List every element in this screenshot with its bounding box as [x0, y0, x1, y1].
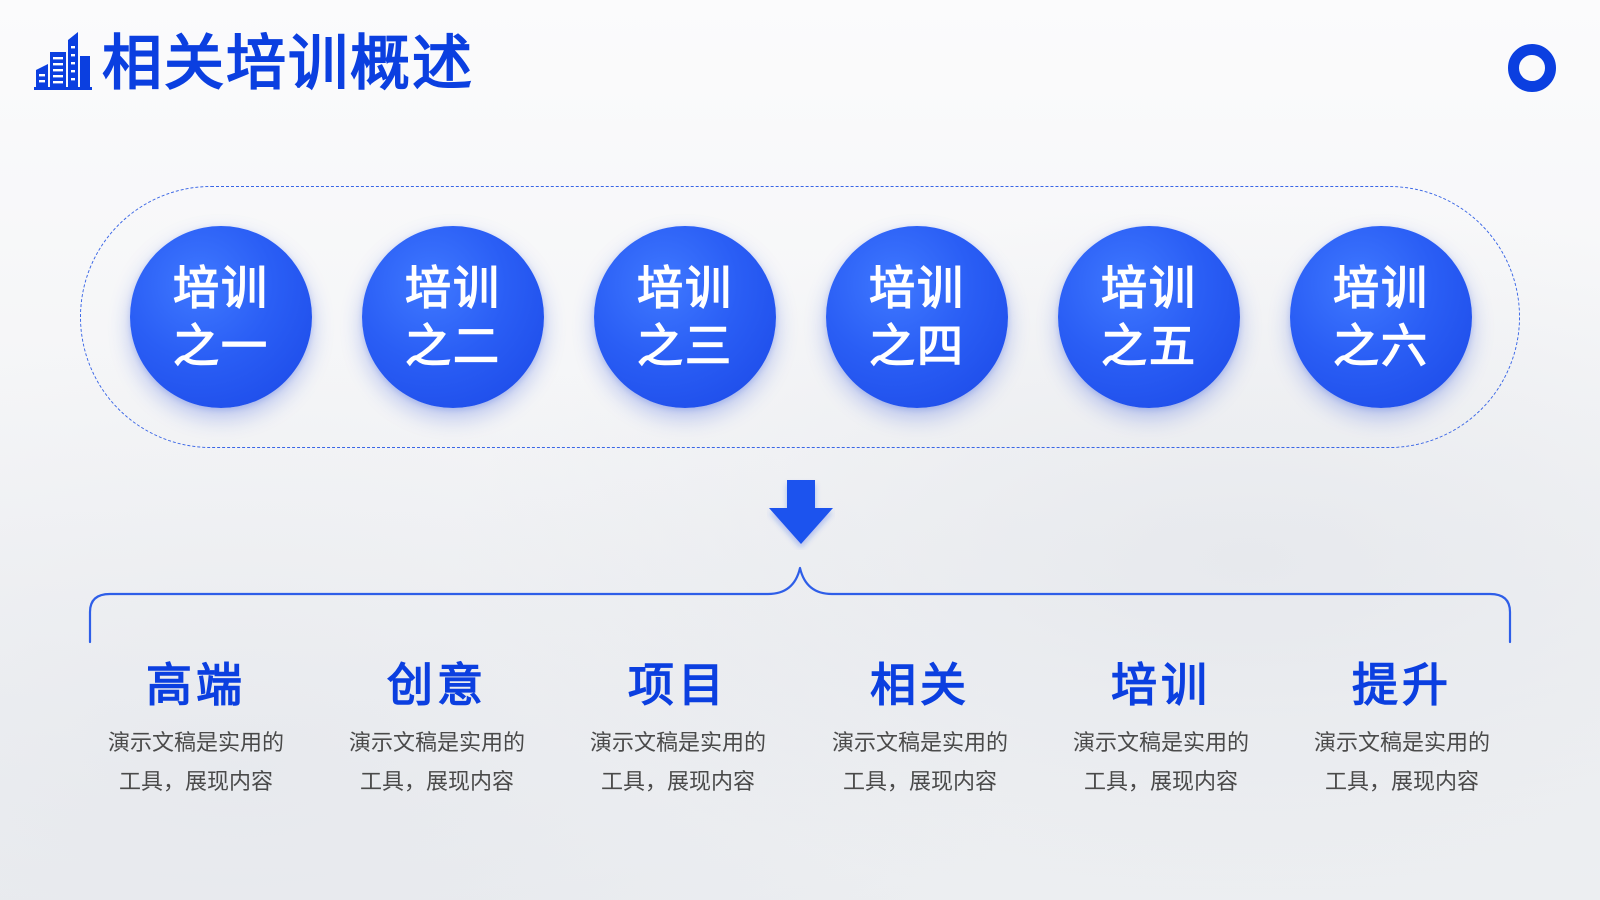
circle-training-1: 培训 之一: [130, 226, 312, 408]
item-title: 创意: [387, 658, 487, 712]
circle-label-top: 培训: [173, 261, 269, 315]
circle-label-bottom: 之一: [173, 319, 269, 373]
circle-label-top: 培训: [405, 261, 501, 315]
circle-training-5: 培训 之五: [1058, 226, 1240, 408]
ring-icon: [1508, 44, 1556, 92]
circle-label-bottom: 之五: [1101, 319, 1197, 373]
circle-training-6: 培训 之六: [1290, 226, 1472, 408]
circle-label-top: 培训: [1333, 261, 1429, 315]
item-desc-line-1: 演示文稿是实用的: [589, 731, 766, 756]
circle-training-3: 培训 之三: [594, 226, 776, 408]
circle-training-4: 培训 之四: [826, 226, 1008, 408]
dashed-capsule-frame: [80, 186, 1520, 448]
brace-connector: [88, 566, 1512, 644]
circle-training-2: 培训 之二: [362, 226, 544, 408]
page-title: 相关培训概述: [102, 29, 474, 99]
arrow-down-icon: [769, 480, 833, 544]
item-desc-line-2: 工具，展现内容: [359, 770, 514, 795]
item-desc-line-1: 演示文稿是实用的: [831, 731, 1008, 756]
item-title: 高端: [146, 658, 246, 712]
item-title: 项目: [628, 658, 728, 712]
item-desc-line-2: 工具，展现内容: [1083, 770, 1238, 795]
item-desc-line-2: 工具，展现内容: [1324, 770, 1479, 795]
circle-label-top: 培训: [869, 261, 965, 315]
circle-label-bottom: 之二: [405, 319, 501, 373]
item-title: 培训: [1111, 658, 1211, 712]
item-column-1: 高端 演示文稿是实用的 工具，展现内容: [86, 656, 306, 802]
item-column-2: 创意 演示文稿是实用的 工具，展现内容: [327, 656, 547, 802]
buildings-icon: [34, 32, 92, 90]
circle-label-bottom: 之三: [637, 319, 733, 373]
item-title: 提升: [1352, 658, 1452, 712]
circle-label-bottom: 之六: [1333, 319, 1429, 373]
item-desc-line-1: 演示文稿是实用的: [1313, 731, 1490, 756]
item-desc-line-2: 工具，展现内容: [842, 770, 997, 795]
item-desc-line-2: 工具，展现内容: [118, 770, 273, 795]
circle-label-top: 培训: [637, 261, 733, 315]
training-circles: 培训 之一 培训 之二 培训 之三 培训 之四 培训 之五 培训 之六: [0, 226, 1600, 410]
item-column-4: 相关 演示文稿是实用的 工具，展现内容: [810, 656, 1030, 802]
item-desc-line-1: 演示文稿是实用的: [107, 731, 284, 756]
item-desc-line-1: 演示文稿是实用的: [1072, 731, 1249, 756]
item-columns: 高端 演示文稿是实用的 工具，展现内容 创意 演示文稿是实用的 工具，展现内容 …: [0, 656, 1600, 806]
circle-label-bottom: 之四: [869, 319, 965, 373]
item-desc-line-1: 演示文稿是实用的: [348, 731, 525, 756]
item-column-5: 培训 演示文稿是实用的 工具，展现内容: [1051, 656, 1271, 802]
item-column-6: 提升 演示文稿是实用的 工具，展现内容: [1292, 656, 1512, 802]
circle-label-top: 培训: [1101, 261, 1197, 315]
item-desc-line-2: 工具，展现内容: [600, 770, 755, 795]
item-column-3: 项目 演示文稿是实用的 工具，展现内容: [568, 656, 788, 802]
item-title: 相关: [870, 658, 970, 712]
